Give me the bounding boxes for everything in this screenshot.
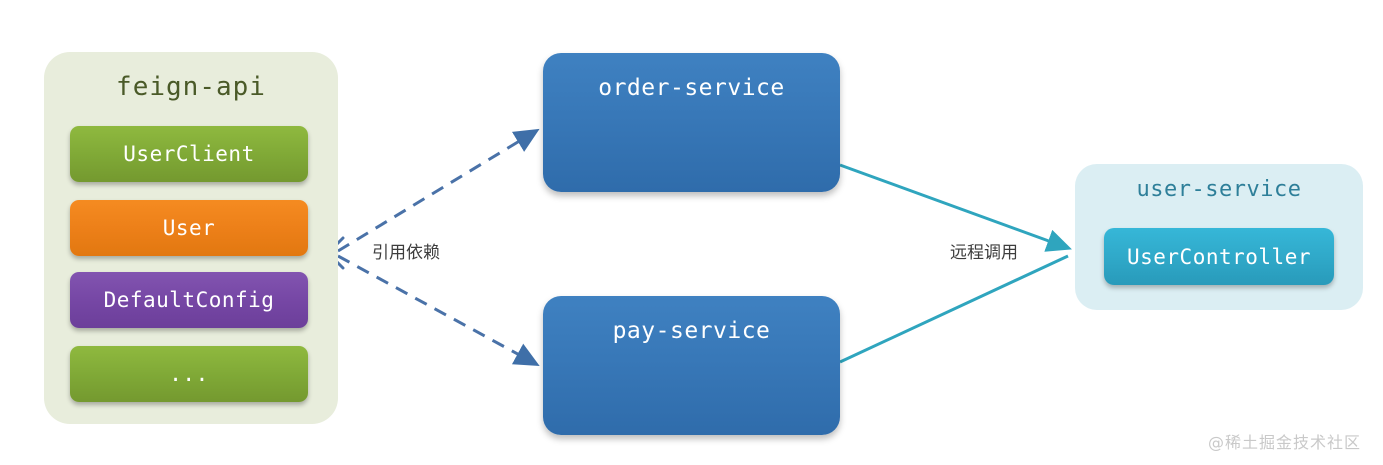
chip-default-config[interactable]: DefaultConfig	[70, 272, 308, 328]
order-service-box[interactable]: order-service	[543, 53, 840, 192]
user-service-group: user-service UserController	[1075, 164, 1363, 310]
pay-service-label: pay-service	[612, 318, 771, 344]
chip-user[interactable]: User	[70, 200, 308, 256]
edge-label-dependency: 引用依赖	[372, 243, 440, 263]
edge-dependency-pay	[337, 254, 540, 367]
watermark: @稀土掘金技术社区	[1207, 433, 1361, 452]
feign-api-group: feign-api UserClient User DefaultConfig …	[44, 52, 338, 424]
chip-more[interactable]: ...	[70, 346, 308, 402]
chip-user-controller[interactable]: UserController	[1104, 228, 1334, 285]
order-service-label: order-service	[598, 75, 785, 101]
feign-api-title: feign-api	[116, 72, 266, 102]
edge-dependency-order	[337, 128, 540, 253]
edge-label-remote-call: 远程调用	[950, 243, 1018, 263]
pay-service-box[interactable]: pay-service	[543, 296, 840, 435]
chip-user-client[interactable]: UserClient	[70, 126, 308, 182]
edge-remote-order	[839, 163, 1072, 252]
edge-remote-pay	[839, 254, 1069, 364]
user-service-title: user-service	[1136, 177, 1302, 202]
